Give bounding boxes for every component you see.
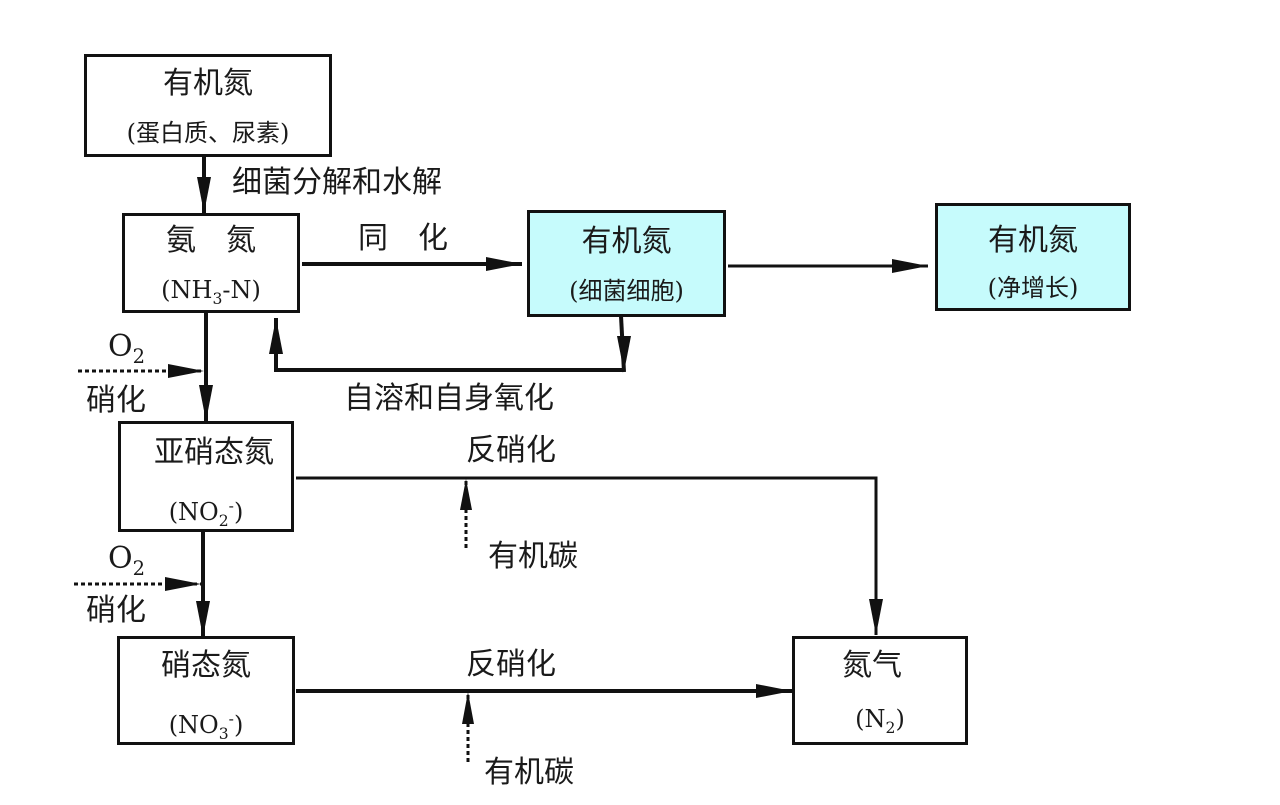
node-organic-nitrogen: 有机氮 (蛋白质、尿素) — [84, 54, 332, 157]
arrowhead-organic-carbon-1 — [460, 479, 472, 510]
node-title: 亚硝态氮 — [154, 435, 274, 470]
o2-text: O — [108, 329, 133, 364]
formula-subscript: 3 — [218, 724, 229, 743]
label-nitrification-1: 硝化 — [86, 383, 146, 418]
node-title: 有机氮 — [163, 66, 253, 101]
node-formula: (NH3-N) — [125, 276, 297, 313]
node-subtitle: (蛋白质、尿素) — [126, 119, 290, 147]
formula-text: (NO — [168, 498, 219, 526]
node-bacterial-organic-nitrogen: 有机氮 (细菌细胞) — [527, 210, 726, 317]
node-formula: (NO2-) — [121, 492, 291, 535]
label-autolysis: 自溶和自身氧化 — [344, 381, 554, 416]
label-denitrification-2: 反硝化 — [466, 647, 556, 682]
formula-text: ) — [233, 498, 244, 526]
label-o2-1: O2 — [108, 330, 145, 374]
node-formula: (NO3-) — [120, 705, 292, 748]
formula-superscript: - — [228, 497, 234, 515]
arrowhead-organic-carbon-2 — [462, 692, 474, 724]
formula-subscript: 2 — [885, 718, 896, 737]
label-assimilation: 同 化 — [358, 221, 448, 256]
label-hydrolysis: 细菌分解和水解 — [232, 165, 442, 200]
node-title: 有机氮 — [581, 224, 672, 259]
line-denitrification-1 — [296, 476, 883, 635]
node-nitrite-nitrogen: 亚硝态氮 (NO2-) — [118, 421, 294, 532]
label-o2-2: O2 — [108, 542, 145, 586]
formula-superscript: - — [228, 710, 234, 728]
node-title: 硝态氮 — [161, 648, 251, 683]
label-denitrification-1: 反硝化 — [466, 433, 556, 468]
node-subtitle: (净增长) — [987, 274, 1079, 302]
formula-subscript: 2 — [218, 511, 229, 530]
formula-text: (NH — [161, 276, 213, 304]
node-nitrogen-gas: 氮气 (N2) — [792, 636, 968, 745]
formula-text: ) — [895, 705, 905, 733]
formula-text: (N — [855, 705, 886, 733]
node-title: 有机氮 — [988, 223, 1078, 258]
label-nitrification-2: 硝化 — [86, 593, 146, 628]
label-organic-carbon-1: 有机碳 — [488, 539, 578, 574]
arrow-autolysis-down — [617, 315, 631, 373]
o2-subscript: 2 — [132, 345, 146, 368]
node-subtitle: (细菌细胞) — [569, 277, 684, 305]
node-nitrate-nitrogen: 硝态氮 (NO3-) — [117, 636, 295, 745]
formula-text: ) — [233, 711, 244, 739]
formula-subscript: 3 — [212, 289, 223, 308]
node-ammonia-nitrogen: 氨 氮 (NH3-N) — [122, 213, 300, 313]
node-title: 氮气 — [842, 648, 902, 683]
o2-text: O — [108, 541, 133, 576]
formula-text: (NO — [168, 711, 219, 739]
o2-subscript: 2 — [132, 557, 146, 580]
node-formula: (N2) — [795, 705, 965, 742]
label-organic-carbon-2: 有机碳 — [484, 755, 574, 790]
node-title: 氨 氮 — [166, 223, 256, 258]
line-autolysis-return — [269, 318, 624, 372]
formula-text: -N) — [222, 276, 261, 304]
node-net-growth-organic-nitrogen: 有机氮 (净增长) — [935, 203, 1131, 311]
